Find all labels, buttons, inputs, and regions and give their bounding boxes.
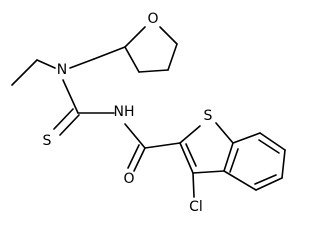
bond-co-double-b <box>127 144 140 169</box>
bond-cs-double-a <box>59 114 80 136</box>
atom-chlorine: Cl <box>189 199 203 215</box>
bond-c6-c5 <box>281 149 286 179</box>
bonds <box>11 26 286 198</box>
bond-c5-c4 <box>255 177 283 191</box>
bond-c3a-c3 <box>192 170 225 174</box>
bond-c7a-c7 <box>232 132 261 144</box>
bond-carbonyl-c2 <box>144 142 181 149</box>
bond-thf-ch2 <box>93 46 126 60</box>
atom-labels: O N S NH S O Cl <box>43 11 213 215</box>
atom-sulfur-thione: S <box>43 133 52 149</box>
bond-s-c7a <box>215 122 234 144</box>
bond-thf-c5-c4 <box>167 43 178 71</box>
bond-c5-c4-inner <box>254 174 277 185</box>
bond-c4-c3a <box>223 170 257 191</box>
bond-c3-cl <box>192 172 195 198</box>
bond-thf-c2-o <box>124 26 146 48</box>
bond-c7-c6-inner <box>258 139 280 154</box>
atom-sulfur-thiophene: S <box>204 108 213 124</box>
atom-nitrogen-amide: NH <box>114 104 135 120</box>
bond-c3-c2-inner <box>185 143 197 167</box>
bond-c7a-c3a-inner <box>229 148 239 173</box>
bond-thf-c4-c3 <box>138 69 169 73</box>
bond-nh-carbonyl-c <box>124 123 146 149</box>
bond-co-double-a <box>133 147 146 172</box>
atom-oxygen-ring: O <box>147 11 158 27</box>
bond-cs-double-b <box>53 108 74 130</box>
atom-oxygen-carbonyl: O <box>123 171 134 187</box>
bond-thf-c3-c2 <box>124 46 140 73</box>
bond-c7a-c3a <box>223 142 234 172</box>
atom-nitrogen-amine: N <box>57 62 67 78</box>
bond-ch2-n <box>69 58 95 69</box>
bond-thf-o-c5 <box>159 26 178 45</box>
bond-c7-c6 <box>259 132 286 151</box>
molecule-structure: O N S NH S O Cl <box>11 11 286 215</box>
bond-n-thiourea-c <box>62 79 79 114</box>
bond-ethyl-ch2-ch3 <box>11 59 38 86</box>
bond-n-ethyl-ch2 <box>36 59 56 69</box>
bond-c3-c2 <box>179 142 194 174</box>
bond-c2-s <box>179 125 201 144</box>
